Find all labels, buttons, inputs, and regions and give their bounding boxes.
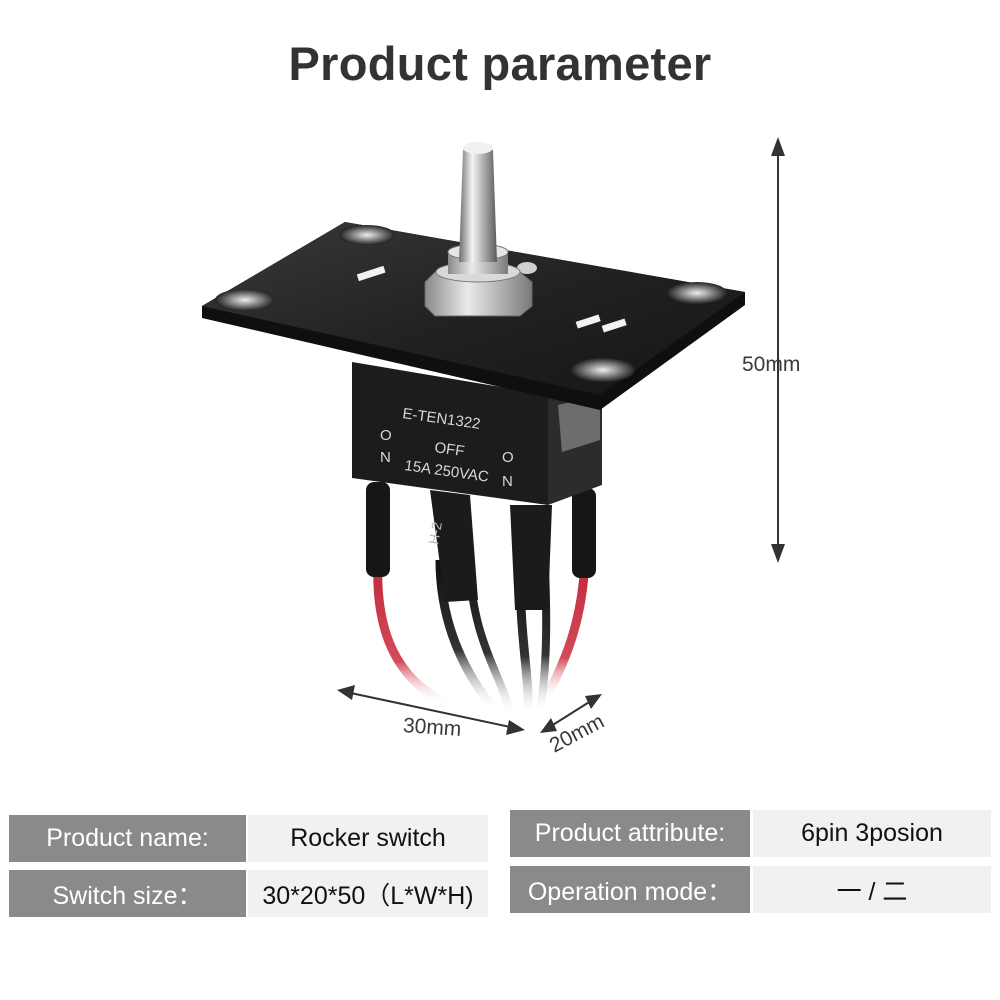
- product-attribute-key: Product attribute:: [510, 810, 750, 857]
- product-name-key: Product name:: [9, 815, 246, 862]
- operation-mode-value: 一 / 二: [753, 866, 991, 913]
- page-title: Product parameter: [288, 37, 712, 90]
- width-dimension-arrow: [540, 694, 602, 733]
- height-dimension-arrow: [771, 137, 785, 563]
- toggle-lever: [424, 142, 537, 317]
- length-dimension-label: 30mm: [402, 713, 463, 742]
- product-attribute-value: 6pin 3posion: [753, 810, 991, 857]
- off-marking: OFF: [433, 439, 465, 460]
- on-right-o: O: [502, 449, 514, 466]
- on-left-o: O: [380, 427, 392, 444]
- operation-mode-key: Operation mode：: [510, 866, 750, 913]
- switch-size-key: Switch size：: [9, 870, 246, 917]
- on-right-n: N: [502, 473, 513, 490]
- wire-tag: H-2: [425, 520, 445, 545]
- product-image: H-2 E-TEN1322 OFF 15A 250VAC O N O N: [202, 137, 785, 735]
- product-name-value: Rocker switch: [248, 815, 488, 862]
- switch-size-value: 30*20*50（L*W*H): [248, 870, 488, 917]
- height-dimension-label: 50mm: [742, 353, 801, 376]
- wires: H-2: [366, 482, 596, 716]
- switch-body: E-TEN1322 OFF 15A 250VAC O N O N: [352, 362, 602, 505]
- on-left-n: N: [380, 449, 391, 466]
- length-dimension-arrow: [337, 685, 525, 735]
